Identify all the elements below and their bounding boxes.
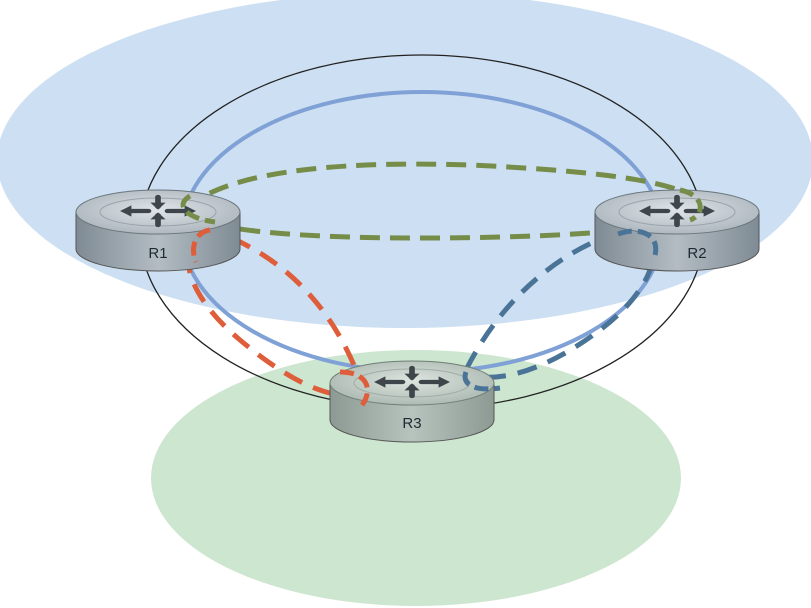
router-label-r2: R2 — [687, 245, 706, 262]
router-r1[interactable]: R1 — [76, 190, 240, 271]
router-label-r1: R1 — [148, 245, 167, 262]
router-label-r3: R3 — [402, 415, 421, 432]
router-r2[interactable]: R2 — [595, 190, 759, 271]
router-r3[interactable]: R3 — [330, 361, 494, 442]
